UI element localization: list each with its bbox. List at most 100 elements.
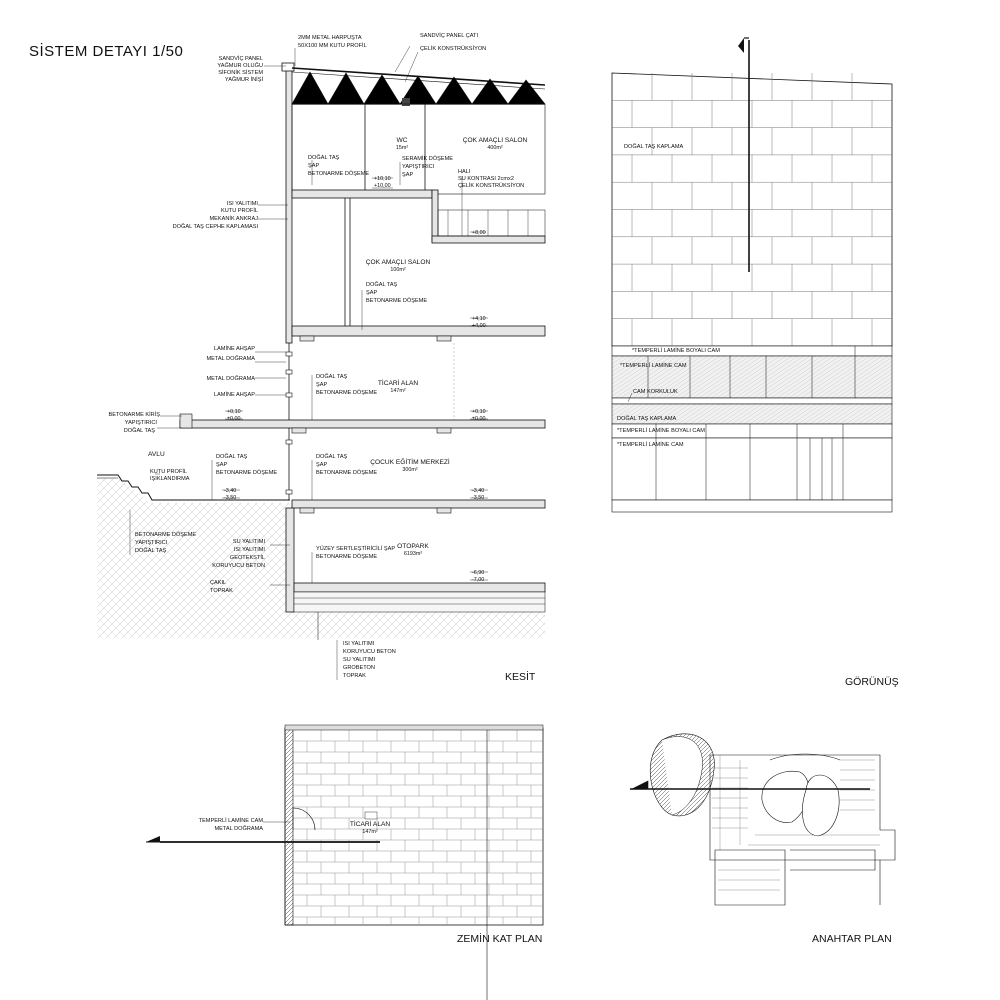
- svg-text:ŞAP: ŞAP: [216, 462, 227, 468]
- room-salon1-area: 400m²: [487, 145, 502, 151]
- door-swing: [292, 807, 316, 831]
- label-roof-left-3: YAĞMUR İNİŞİ: [225, 76, 264, 83]
- svg-text:BETONARME DÖŞEME: BETONARME DÖŞEME: [316, 389, 377, 396]
- plan-labels: TEMPERLİ LAMİNE CAM METAL DOĞRAMA TİCARİ…: [199, 817, 391, 835]
- room-egitim-name: ÇOCUK EĞİTİM MERKEZİ: [370, 457, 450, 466]
- svg-text:-6,90: -6,90: [472, 570, 484, 576]
- svg-text:DOĞAL TAŞ: DOĞAL TAŞ: [366, 281, 398, 288]
- room-otopark-area: 6193m²: [404, 551, 422, 557]
- svg-text:+4,10: +4,10: [472, 316, 486, 322]
- svg-text:BETONARME DÖŞEME: BETONARME DÖŞEME: [316, 469, 377, 476]
- section-labels: SANDVİÇ PANEL YAĞMUR OLUĞU SİFONİK SİSTE…: [109, 32, 528, 679]
- section-drawing: [97, 45, 546, 680]
- label-bottom-1: KORUYUCU BETON: [343, 649, 396, 655]
- room-ticari-area: 147m²: [390, 388, 405, 394]
- svg-text:BETONARME DÖŞEME: BETONARME DÖŞEME: [366, 297, 427, 304]
- avlu-stairs: [97, 474, 290, 501]
- facade-wall: [285, 67, 293, 344]
- elevation-labels: DOĞAL TAŞ KAPLAMA *TEMPERLİ LAMİNE BOYAL…: [617, 143, 720, 448]
- svg-text:-3,50: -3,50: [224, 495, 236, 501]
- label-roof-left-2: SİFONİK SİSTEM: [218, 69, 263, 76]
- svg-text:DOĞAL TAŞ: DOĞAL TAŞ: [316, 453, 348, 460]
- elev-label-6: *TEMPERLİ LAMİNE CAM: [617, 441, 684, 448]
- label-avlu: AVLU: [148, 451, 165, 458]
- label-ins-0: SU YALITIMI: [233, 539, 266, 545]
- room-otopark-name: OTOPARK: [397, 543, 429, 550]
- label-ledge-2: DOĞAL TAŞ: [124, 427, 156, 434]
- svg-text:ÇELİK KONSTRÜKSİYON: ÇELİK KONSTRÜKSİYON: [458, 182, 524, 189]
- label-bottom-2: SU YALITIMI: [343, 657, 376, 663]
- svg-text:+10,10: +10,10: [374, 176, 391, 182]
- svg-text:BETONARME DÖŞEME: BETONARME DÖŞEME: [308, 170, 369, 177]
- label-window-3: LAMİNE AHŞAP: [214, 391, 255, 398]
- svg-text:ŞAP: ŞAP: [316, 382, 327, 388]
- elev-label-0: DOĞAL TAŞ KAPLAMA: [624, 143, 684, 150]
- slab-minus-7: [293, 582, 546, 593]
- label-ledge-1: YAPIŞTIRICI: [125, 420, 158, 426]
- room-egitim-area: 300m²: [402, 467, 417, 473]
- svg-text:YÜZEY SERTLEŞTİRİCİLİ ŞAP: YÜZEY SERTLEŞTİRİCİLİ ŞAP: [316, 545, 395, 552]
- plan-label-1: METAL DOĞRAMA: [215, 825, 264, 832]
- svg-text:ŞAP: ŞAP: [316, 462, 327, 468]
- label-wall-2: MEKANİK ANKRAJ: [210, 215, 259, 222]
- title-kesit: KESİT: [505, 670, 536, 683]
- elev-label-4: DOĞAL TAŞ KAPLAMA: [617, 415, 677, 422]
- label-soil-0: ÇAKIL: [210, 580, 226, 586]
- svg-text:+4,00: +4,00: [472, 323, 486, 329]
- label-ins-3: KORUYUCU BETON: [212, 563, 265, 569]
- label-ins-1: ISI YALITIMI: [234, 547, 266, 553]
- plan-label-0: TEMPERLİ LAMİNE CAM: [199, 817, 264, 824]
- label-roof-right-1: ÇELİK KONSTRÜKSİYON: [420, 45, 486, 52]
- svg-text:HALI: HALI: [458, 169, 471, 175]
- svg-text:ŞAP: ŞAP: [366, 290, 377, 296]
- svg-text:+8,00: +8,00: [472, 230, 486, 236]
- label-window-1: METAL DOĞRAMA: [207, 355, 256, 362]
- sheet-title: SİSTEM DETAYI 1/50: [29, 42, 183, 60]
- ledge-beam: [179, 413, 193, 429]
- elev-label-1: *TEMPERLİ LAMİNE BOYALI CAM: [632, 347, 720, 354]
- room-ticari-name: TİCARİ ALAN: [378, 378, 419, 387]
- label-bottom-3: GROBETON: [343, 665, 375, 671]
- svg-text:-7,00: -7,00: [472, 577, 484, 583]
- svg-text:-3,40: -3,40: [224, 488, 236, 494]
- slab-8: [431, 235, 546, 244]
- label-bottom-0: ISI YALITIMI: [343, 641, 375, 647]
- slab-4: [291, 325, 546, 337]
- elev-label-5: *TEMPERLİ LAMİNE BOYALI CAM: [617, 427, 705, 434]
- svg-text:+0,10: +0,10: [472, 409, 486, 415]
- room-wc-name: WC: [397, 137, 408, 144]
- level-markers: [222, 177, 488, 581]
- plan-outline: [284, 727, 544, 926]
- truss-web: [291, 71, 546, 105]
- label-ground-1: YAPIŞTIRICI: [135, 540, 168, 546]
- label-window-2: METAL DOĞRAMA: [207, 375, 256, 382]
- svg-text:YAPIŞTIRICI: YAPIŞTIRICI: [402, 164, 435, 170]
- label-ins-2: GEOTEKSTİL: [230, 554, 265, 561]
- elev-label-2: *TEMPERLİ LAMİNE CAM: [620, 362, 687, 369]
- elevation-drawing: [611, 37, 893, 513]
- label-ground-2: DOĞAL TAŞ: [135, 547, 167, 554]
- key-plan-drawing: [630, 733, 896, 906]
- svg-text:-3,50: -3,50: [472, 495, 484, 501]
- svg-text:-3,40: -3,40: [472, 488, 484, 494]
- label-roof-left-0: SANDVİÇ PANEL: [219, 55, 263, 62]
- svg-text:SU KONTRASI 2cmx2: SU KONTRASI 2cmx2: [458, 176, 514, 182]
- glass-lower: [611, 437, 893, 501]
- plan-drawing: [146, 724, 544, 1000]
- title-anahtar-plan: ANAHTAR PLAN: [812, 933, 892, 945]
- svg-text:BETONARME DÖŞEME: BETONARME DÖŞEME: [216, 469, 277, 476]
- label-roof-top-0: 2MM METAL HARPUŞTA: [298, 35, 362, 41]
- label-window-0: LAMİNE AHŞAP: [214, 345, 255, 352]
- label-avlu-1: KUTU PROFİL: [150, 468, 187, 475]
- label-bottom-4: TOPRAK: [343, 673, 366, 679]
- retaining-wall: [285, 507, 295, 613]
- svg-text:+10,00: +10,00: [374, 183, 391, 189]
- svg-text:SERAMİK DÖŞEME: SERAMİK DÖŞEME: [402, 155, 453, 162]
- svg-text:ŞAP: ŞAP: [402, 172, 413, 178]
- label-roof-left-1: YAĞMUR OLUĞU: [217, 62, 263, 69]
- glass-upper: [611, 355, 893, 399]
- room-salon2-name: ÇOK AMAÇLI SALON: [366, 259, 431, 266]
- soil-hatch: [97, 478, 545, 638]
- label-ground-0: BETONARME DÖŞEME: [135, 531, 196, 538]
